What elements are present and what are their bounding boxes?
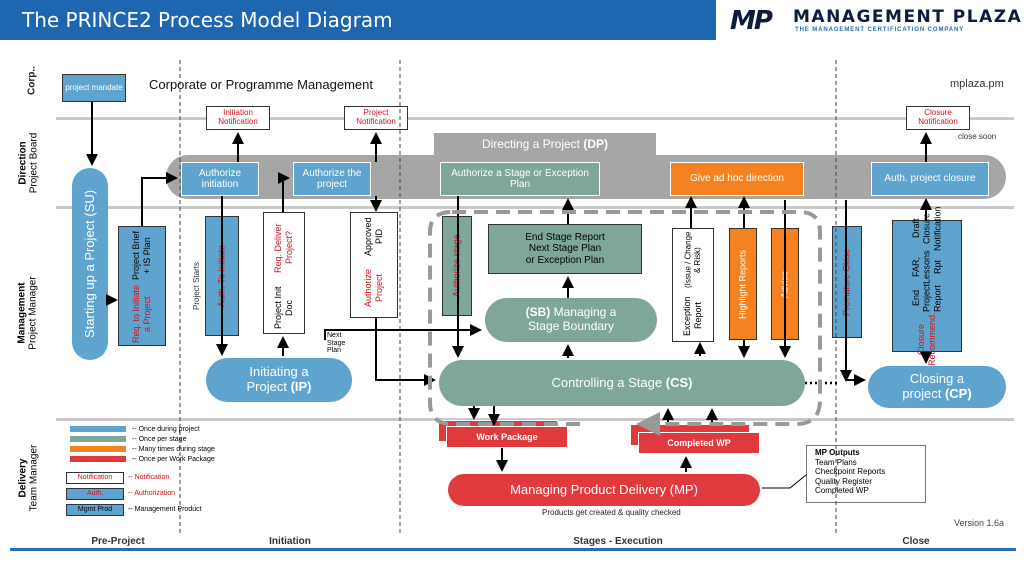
bottom-rule bbox=[10, 548, 1016, 551]
page-title: The PRINCE2 Process Model Diagram bbox=[22, 8, 393, 32]
managing-product-delivery: Managing Product Delivery (MP) bbox=[448, 474, 760, 506]
version-label: Version 1.6a bbox=[954, 518, 1005, 528]
site-url: mplaza.pm bbox=[950, 78, 1004, 90]
project-mandate: project mandate bbox=[62, 74, 126, 102]
initiation-notification: Initiation Notification bbox=[206, 106, 270, 130]
legend: -- Once during project -- Once per stage… bbox=[66, 426, 286, 521]
close-soon-label: close soon bbox=[958, 132, 997, 141]
authorize-project: Authorize the project bbox=[293, 162, 371, 196]
project-notification: Project Notification bbox=[344, 106, 408, 130]
lane-divider bbox=[56, 117, 1014, 120]
title-bar bbox=[0, 0, 716, 40]
adhoc-direction: Give ad hoc direction bbox=[670, 162, 804, 196]
authorize-closure: Auth. project closure bbox=[871, 162, 989, 196]
phase-stages: Stages - Execution bbox=[573, 536, 663, 547]
logo-name: MANAGEMENT PLAZA bbox=[793, 7, 1023, 27]
authorize-initiation: Authorize initiation bbox=[181, 162, 259, 196]
phase-initiation: Initiation bbox=[269, 536, 311, 547]
phase-close: Close bbox=[902, 536, 930, 547]
dp-label: Directing a Project (DP) bbox=[481, 137, 609, 151]
controlling-stage: Controlling a Stage (CS) bbox=[439, 360, 805, 406]
corp-label: Corporate or Programme Management bbox=[149, 77, 373, 92]
logo-mark: MP bbox=[730, 6, 788, 36]
work-package: Work Package bbox=[446, 426, 568, 448]
dp-tab bbox=[434, 133, 656, 159]
mp-note: Products get created & quality checked bbox=[542, 508, 681, 517]
logo-tagline: THE MANAGEMENT CERTIFICATION COMPANY bbox=[795, 27, 965, 33]
lane-divider bbox=[56, 206, 1014, 209]
phase-pre-project: Pre-Project bbox=[91, 536, 145, 547]
authorize-stage-plan: Authorize a Stage or Exception Plan bbox=[440, 162, 600, 196]
closure-notification: Closure Notification bbox=[906, 106, 970, 130]
next-stage-label: Next Stage Plan bbox=[327, 332, 346, 355]
completed-wp: Completed WP bbox=[638, 432, 760, 454]
lane-divider bbox=[56, 418, 1014, 421]
